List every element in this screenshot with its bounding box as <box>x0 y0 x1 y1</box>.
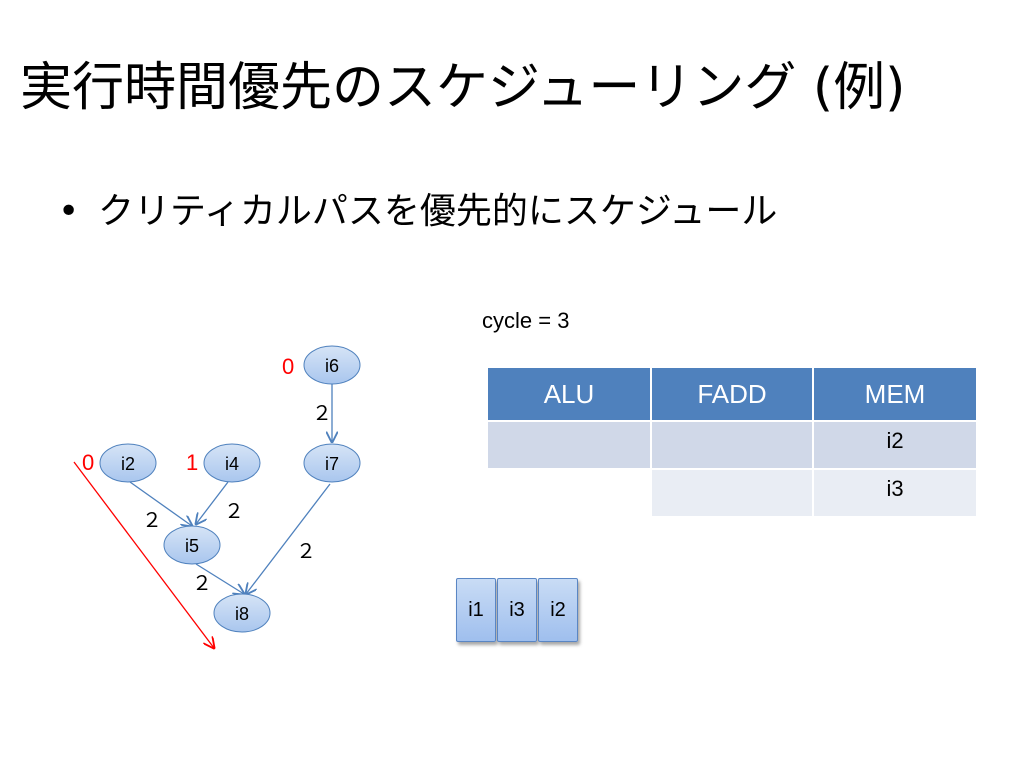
ready-queue: i1 i3 i2 <box>456 578 579 642</box>
node-i7: i7 <box>303 443 361 483</box>
table-row: i3 <box>488 468 976 516</box>
edge-i2-i5 <box>129 481 192 526</box>
queue-item: i1 <box>456 578 496 642</box>
node-label: i8 <box>235 604 249 624</box>
bullet-marker: • <box>58 191 80 232</box>
header-mem: MEM <box>814 368 976 420</box>
node-i6: i6 <box>303 345 361 385</box>
priority-i4: 1 <box>186 450 198 475</box>
schedule-table: ALU FADD MEM i2 i3 <box>488 368 976 516</box>
node-label: i7 <box>325 454 339 474</box>
node-i4: i4 <box>203 443 261 483</box>
bullet-item: • クリティカルパスを優先的にスケジュール <box>58 188 777 236</box>
priority-i6: 0 <box>282 354 294 379</box>
priority-i2: 0 <box>82 450 94 475</box>
latency-i7-i8: ２ <box>296 539 316 563</box>
edge-i5-i8 <box>195 563 244 594</box>
latency-i4-i5: ２ <box>224 499 244 523</box>
edge-i7-i8 <box>246 483 331 594</box>
header-fadd: FADD <box>652 368 814 420</box>
latency-i5-i8: ２ <box>192 571 212 595</box>
node-label: i5 <box>185 536 199 556</box>
node-label: i4 <box>225 454 239 474</box>
cycle-counter: cycle = 3 <box>482 308 570 333</box>
critical-path-arrow <box>73 461 214 648</box>
node-i2: i2 <box>99 443 157 483</box>
node-i5: i5 <box>163 525 221 565</box>
table-cell: i2 <box>814 420 976 468</box>
latency-i2-i5: ２ <box>142 508 162 532</box>
table-cell: i3 <box>814 468 976 516</box>
latency-i6-i7: ２ <box>312 401 332 425</box>
edge-i4-i5 <box>196 481 229 524</box>
bullet-text: クリティカルパスを優先的にスケジュール <box>98 191 778 232</box>
header-alu: ALU <box>488 368 652 420</box>
table-cell <box>488 468 652 516</box>
table-row: i2 <box>488 420 976 468</box>
table-cell <box>652 468 814 516</box>
node-i8: i8 <box>213 593 271 633</box>
queue-item: i2 <box>538 578 578 642</box>
table-cell <box>488 420 652 468</box>
slide-title: 実行時間優先のスケジューリング (例) <box>20 58 906 118</box>
queue-item: i3 <box>497 578 537 642</box>
node-label: i6 <box>325 356 339 376</box>
node-label: i2 <box>121 454 135 474</box>
table-cell <box>652 420 814 468</box>
